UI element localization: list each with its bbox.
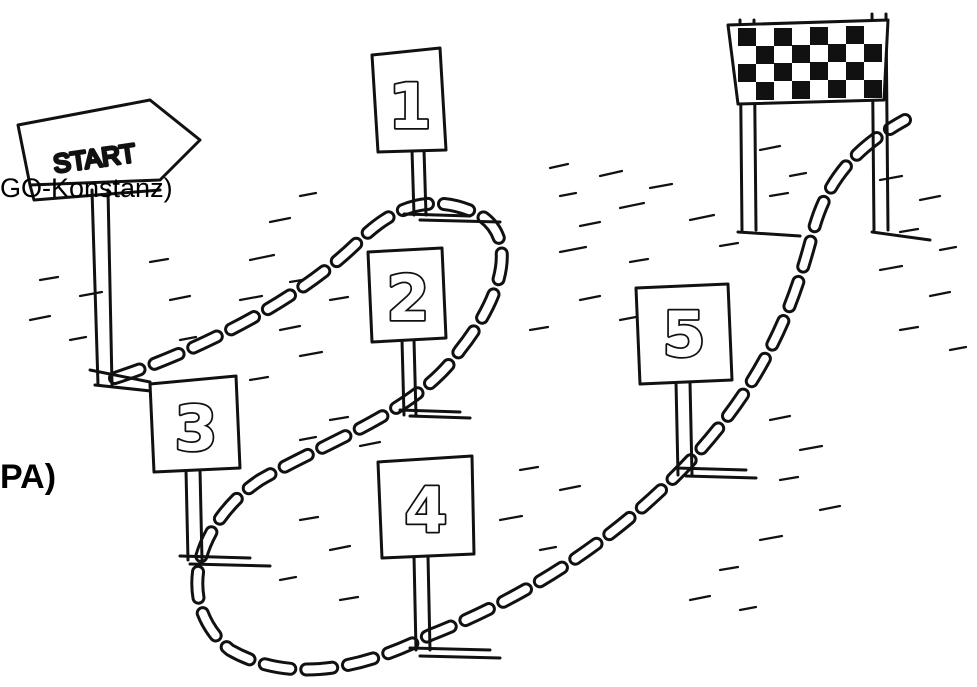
sign-1-number: 1 — [388, 70, 431, 143]
sign-1: 1 — [372, 48, 500, 222]
caption-pa: PA) — [0, 458, 56, 497]
start-sign-icon: START — [18, 100, 200, 392]
sign-4-number: 4 — [404, 474, 447, 547]
sign-2-number: 2 — [386, 262, 429, 335]
caption-konstanz: GO-Konstanz) — [0, 173, 173, 204]
sign-5-number: 5 — [662, 298, 705, 371]
sign-3-number: 3 — [174, 392, 217, 465]
grass-marks — [30, 146, 966, 610]
